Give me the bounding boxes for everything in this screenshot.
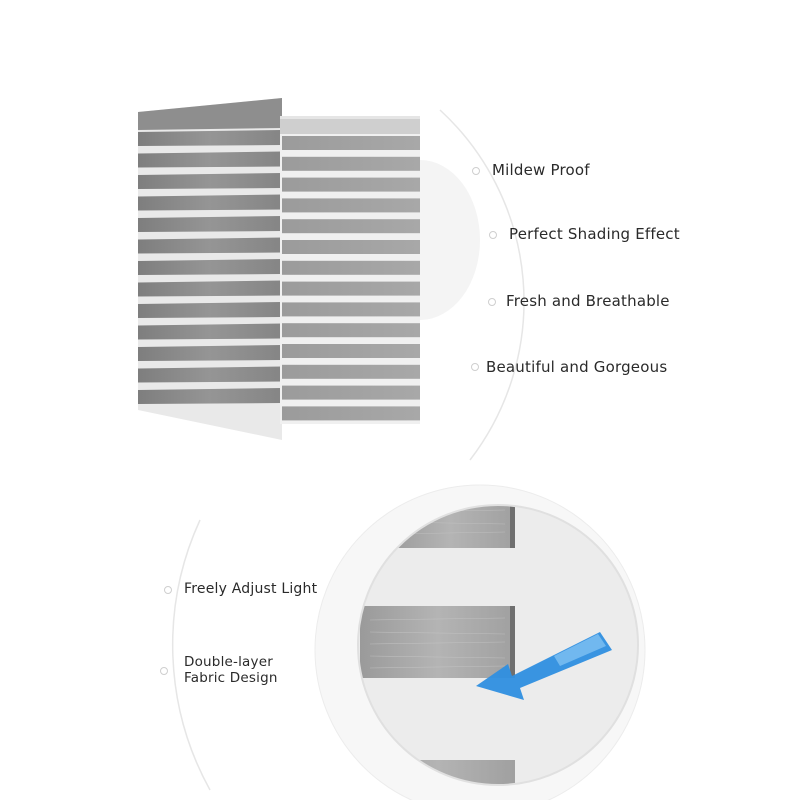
feature-fresh-breathable: Fresh and Breathable [506,292,670,310]
zoom-band-bottom [360,760,515,785]
bottom-arc [171,519,211,791]
blind-stripe [282,136,420,150]
blind-stripe [282,385,420,400]
blind-stripe [282,177,420,192]
blind-stripe [138,173,282,189]
blind-stripe [282,240,420,254]
feature-beautiful-gorgeous: Beautiful and Gorgeous [486,358,668,376]
bullet-dot [471,363,479,371]
blind-stripe [138,388,282,404]
blind-stripe [282,260,420,275]
blind-front-panel [280,116,420,424]
feature-double-layer: Double-layer Fabric Design [184,654,278,686]
blind-stripe [282,364,420,379]
blind-stripe [282,323,420,338]
blind-stripe [282,344,420,358]
blind-stripe [138,259,282,275]
blind-stripe [282,406,420,421]
bullet-dot [488,298,496,306]
bullet-dot [472,167,480,175]
feature-perfect-shading: Perfect Shading Effect [509,225,680,243]
blind-stripe [138,280,282,297]
feature-freely-adjust-light: Freely Adjust Light [184,581,318,597]
blind-stripe [138,130,282,146]
blind-stripe [282,302,420,317]
bullet-dot [489,231,497,239]
blind-stripe [282,281,420,296]
bullet-dot [164,586,172,594]
blind-stripe [138,237,282,254]
blind-stripe [138,302,282,318]
blind-stripe [138,366,282,383]
blind-stripe [138,323,282,340]
blind-stripe [282,156,420,171]
blind-back-panel [138,98,282,440]
bullet-dot [160,667,168,675]
blind-stripe [138,194,282,211]
airflow-arrow-icon [476,632,612,700]
feature-mildew-proof: Mildew Proof [492,161,590,179]
blind-stripe [282,198,420,213]
blind-stripe [138,216,282,232]
top-arc [439,109,525,461]
blind-stripe [138,151,282,168]
blind-stripe [282,219,420,234]
blind-stripe [138,345,282,361]
